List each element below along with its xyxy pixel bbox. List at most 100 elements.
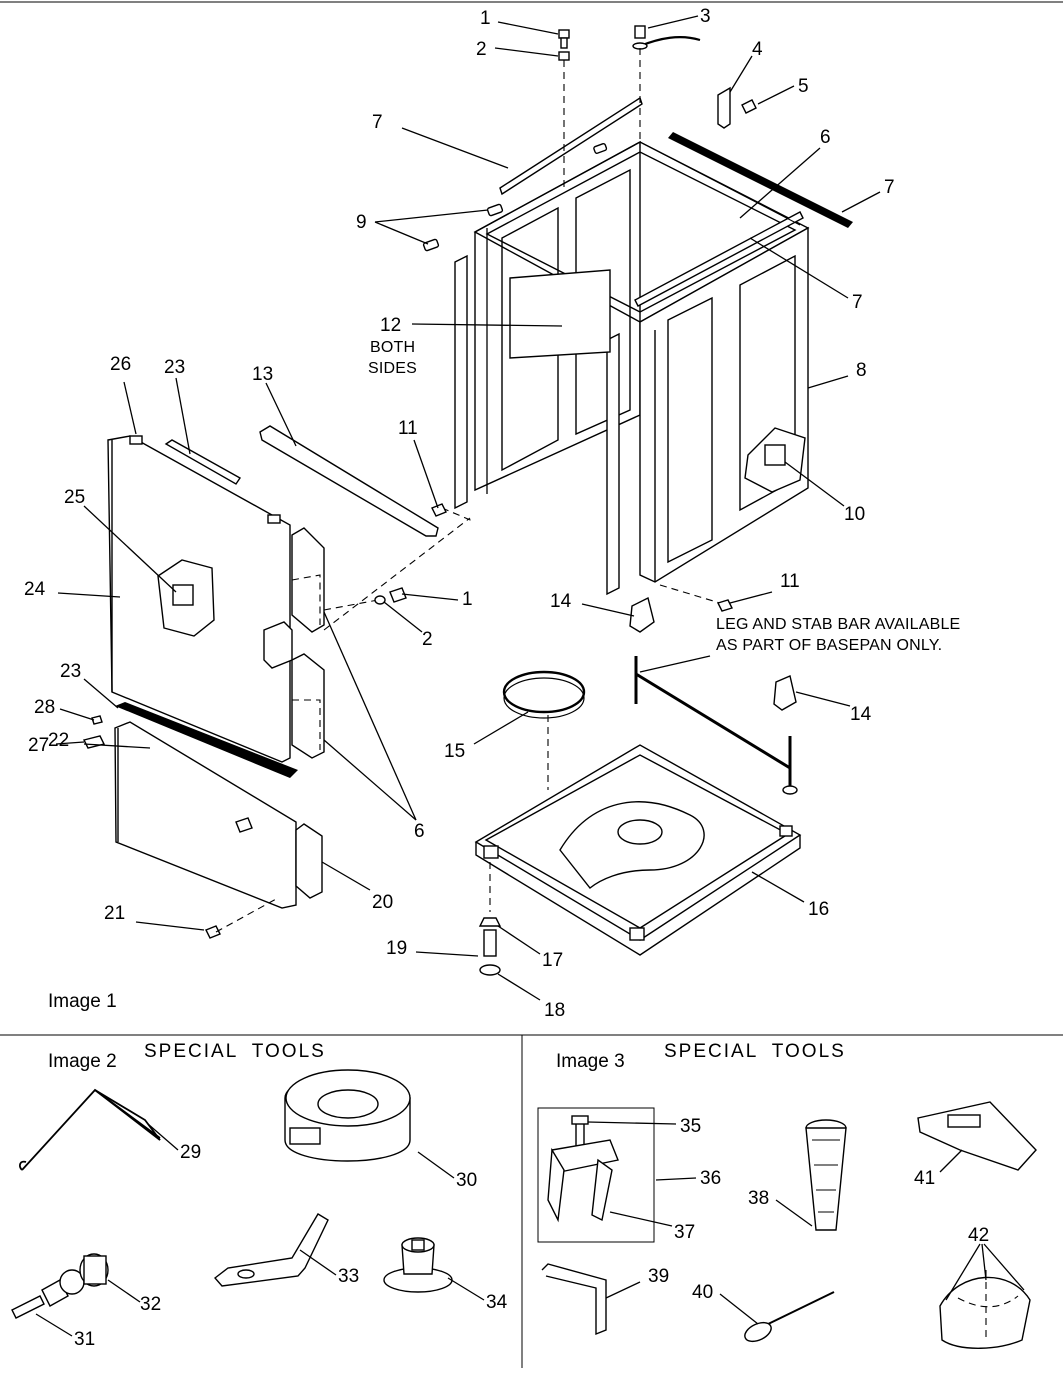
puller-tool bbox=[547, 1115, 619, 1223]
callout-35: 35 bbox=[680, 1116, 701, 1137]
image-3-special-tools bbox=[537, 1101, 1037, 1349]
probe-tool bbox=[744, 1291, 835, 1343]
label-12-sheet bbox=[509, 269, 611, 359]
callout-20: 20 bbox=[372, 892, 393, 913]
pad-9a bbox=[486, 203, 504, 217]
callout-4: 4 bbox=[752, 39, 763, 60]
stabilizer-bar bbox=[634, 656, 798, 795]
callout-30: 30 bbox=[456, 1170, 477, 1191]
callout-31: 31 bbox=[74, 1329, 95, 1350]
hub-driver-tool bbox=[383, 1237, 453, 1293]
special-tools-heading-2: SPECIAL TOOLS bbox=[144, 1041, 326, 1062]
clip-14b bbox=[773, 675, 797, 711]
screw-21 bbox=[205, 925, 221, 939]
tub-ring bbox=[502, 670, 586, 719]
puller-box bbox=[537, 1107, 655, 1243]
top-strip-left bbox=[499, 96, 643, 196]
image-1-cabinet-assembly bbox=[55, 15, 881, 1001]
cylinder-filter-tool bbox=[805, 1119, 847, 1231]
callout-7: 7 bbox=[884, 177, 895, 198]
callout-8: 8 bbox=[856, 360, 867, 381]
note-sides: SIDES bbox=[368, 360, 417, 377]
callout-23: 23 bbox=[164, 357, 185, 378]
screw-11b bbox=[717, 599, 733, 612]
foam-pad-lower bbox=[291, 653, 325, 759]
note-both: BOTH bbox=[370, 339, 415, 356]
spanner-wrench-tool bbox=[213, 1213, 329, 1287]
callout-15: 15 bbox=[444, 741, 465, 762]
hose-clamp bbox=[632, 25, 701, 50]
callout-23: 23 bbox=[60, 661, 81, 682]
callout-28: 28 bbox=[34, 697, 55, 718]
callout-6: 6 bbox=[414, 821, 425, 842]
callout-29: 29 bbox=[180, 1142, 201, 1163]
ring-weight-tool bbox=[284, 1069, 411, 1162]
clip-14a bbox=[629, 596, 655, 633]
callout-33: 33 bbox=[338, 1266, 359, 1287]
callout-26: 26 bbox=[110, 354, 131, 375]
strip-23-top bbox=[164, 439, 242, 485]
callout-5: 5 bbox=[798, 76, 809, 97]
leader-lines bbox=[55, 15, 881, 1001]
callout-12: 12 bbox=[380, 315, 401, 336]
callout-19: 19 bbox=[386, 938, 407, 959]
special-tools-heading-3: SPECIAL TOOLS bbox=[664, 1041, 846, 1062]
callout-21: 21 bbox=[104, 903, 125, 924]
socket-tool bbox=[11, 1253, 109, 1319]
callout-10: 10 bbox=[844, 504, 865, 525]
callout-11: 11 bbox=[780, 571, 800, 592]
callout-1: 1 bbox=[462, 589, 473, 610]
image-2-label: Image 2 bbox=[48, 1051, 117, 1072]
corner-braces bbox=[454, 254, 620, 596]
callout-42: 42 bbox=[968, 1225, 989, 1246]
callout-32: 32 bbox=[140, 1294, 161, 1315]
callout-17: 17 bbox=[542, 950, 563, 971]
callout-25: 25 bbox=[64, 487, 85, 508]
hook-bracket-tool bbox=[541, 1263, 607, 1336]
callout-1: 1 bbox=[480, 8, 491, 29]
foam-pad-upper bbox=[291, 527, 325, 633]
image-1-label: Image 1 bbox=[48, 991, 117, 1012]
callout-24: 24 bbox=[24, 579, 46, 600]
callout-34: 34 bbox=[486, 1292, 508, 1313]
callout-16: 16 bbox=[808, 899, 829, 920]
callout-14: 14 bbox=[550, 591, 572, 612]
top-strip-right bbox=[668, 132, 853, 228]
pad-9b bbox=[422, 238, 440, 252]
callout-2: 2 bbox=[476, 39, 487, 60]
diagram-text: Image 1 Image 2 Image 3 SPECIAL TOOLS SP… bbox=[48, 339, 960, 1072]
callout-39: 39 bbox=[648, 1266, 669, 1287]
callout-18: 18 bbox=[544, 1000, 565, 1021]
front-panel bbox=[107, 435, 293, 763]
callout-9: 9 bbox=[356, 212, 367, 233]
label-10 bbox=[744, 427, 806, 493]
callout-40: 40 bbox=[692, 1282, 713, 1303]
callout-11: 11 bbox=[398, 418, 418, 439]
toe-panel bbox=[114, 721, 297, 909]
callout-13: 13 bbox=[252, 364, 273, 385]
screw-28 bbox=[91, 715, 103, 725]
callout-41: 41 bbox=[914, 1168, 935, 1189]
screw-11a bbox=[431, 503, 447, 517]
callout-36: 36 bbox=[700, 1168, 721, 1189]
wire-hook-tool bbox=[19, 1088, 161, 1171]
screw-1-mid bbox=[389, 587, 407, 603]
note-leg-line-2: AS PART OF BASEPAN ONLY. bbox=[716, 637, 942, 654]
callout-27: 27 bbox=[28, 735, 49, 756]
callout-37: 37 bbox=[674, 1222, 695, 1243]
leveling-leg bbox=[478, 917, 502, 976]
image-2-special-tools bbox=[11, 1069, 485, 1337]
foam-20 bbox=[295, 823, 323, 899]
top-screw bbox=[558, 29, 570, 61]
top-strip-front bbox=[634, 211, 804, 307]
fan-shroud-tool bbox=[939, 1270, 1031, 1349]
callout-38: 38 bbox=[748, 1188, 769, 1209]
callout-7: 7 bbox=[372, 112, 383, 133]
screw-5 bbox=[741, 99, 757, 114]
washer-2-mid bbox=[374, 595, 386, 605]
callout-7: 7 bbox=[852, 292, 863, 313]
callout-3: 3 bbox=[700, 6, 711, 27]
